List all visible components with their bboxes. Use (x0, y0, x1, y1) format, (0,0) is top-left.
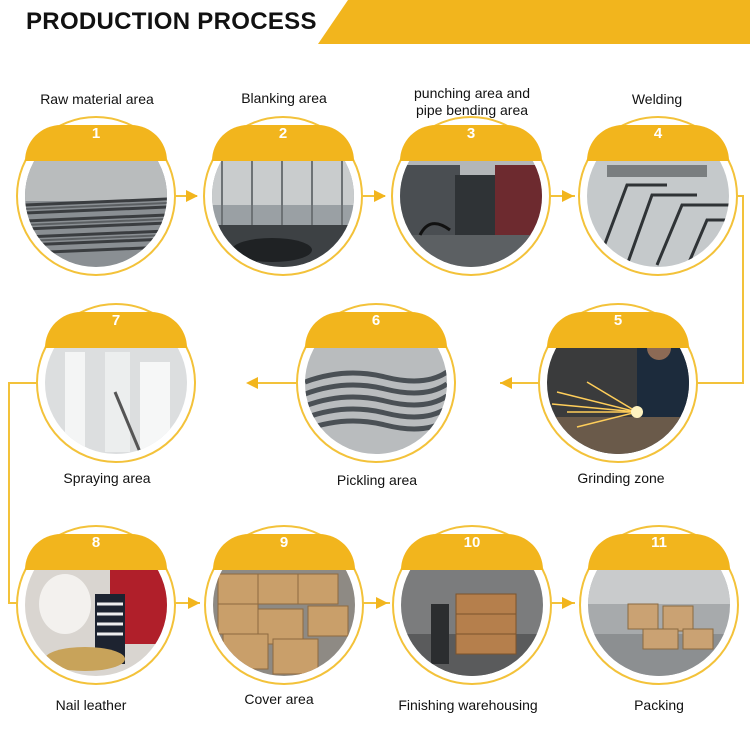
step-1-number: 1 (91, 125, 101, 142)
step-3-number: 3 (466, 125, 476, 142)
step-1-circle: 1 (16, 116, 176, 276)
step-3-circle: 3 (391, 116, 551, 276)
step-3-label: punching area and pipe bending area (414, 85, 530, 118)
step-11-number: 11 (651, 534, 667, 551)
step-10-circle: 10 (392, 525, 552, 685)
step-4-label: Welding (631, 91, 683, 107)
step-5-number: 5 (613, 312, 623, 329)
arrow-right-icon (562, 597, 574, 609)
arrow-left-icon (246, 377, 258, 389)
page-title: PRODUCTION PROCESS (26, 8, 317, 35)
step-2-number: 2 (278, 125, 288, 142)
step-6-label: Pickling area (336, 472, 418, 488)
step-11-circle: 11 (579, 525, 739, 685)
step-7-label: Spraying area (63, 470, 151, 486)
arrow-right-icon (186, 190, 198, 202)
step-2-label: Blanking area (241, 90, 327, 106)
step-1-label: Raw material area (40, 91, 154, 107)
step-8-number: 8 (91, 534, 101, 551)
step-7-number: 7 (111, 312, 121, 329)
arrow-right-icon (562, 190, 574, 202)
header-banner (0, 0, 750, 44)
step-5-circle: 5 (538, 303, 698, 463)
step-8-label: Nail leather (55, 697, 127, 713)
step-7-circle: 7 (36, 303, 196, 463)
step-4-number: 4 (653, 125, 663, 142)
arrow-left-icon (500, 377, 512, 389)
step-11-label: Packing (634, 697, 684, 713)
step-6-number: 6 (371, 312, 381, 329)
arrow-right-icon (376, 597, 388, 609)
step-9-circle: 9 (204, 525, 364, 685)
arrow-right-icon (374, 190, 386, 202)
step-9-number: 9 (279, 534, 289, 551)
step-4-circle: 4 (578, 116, 738, 276)
step-8-circle: 8 (16, 525, 176, 685)
step-2-circle: 2 (203, 116, 363, 276)
step-11-photo (588, 534, 730, 676)
step-5-label: Grinding zone (577, 470, 665, 486)
step-6-circle: 6 (296, 303, 456, 463)
step-9-label: Cover area (244, 691, 314, 707)
step-10-label: Finishing warehousing (398, 697, 538, 713)
step-10-number: 10 (463, 534, 481, 551)
arrow-right-icon (188, 597, 200, 609)
